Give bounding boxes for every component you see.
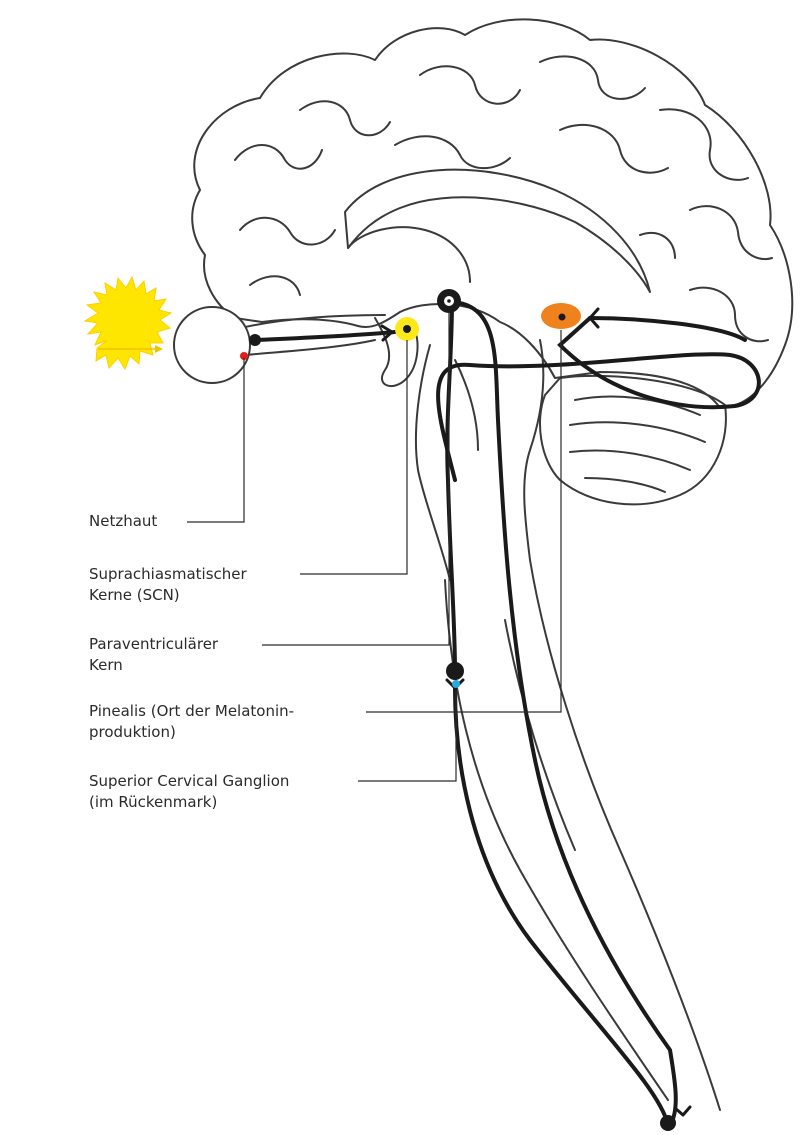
leader-scg — [358, 690, 456, 781]
label-netzhaut: Netzhaut — [89, 511, 157, 532]
gyrus-3 — [420, 66, 520, 103]
spinal-return-loop — [438, 318, 759, 480]
ganglion-marker — [452, 680, 460, 688]
label-scg: Superior Cervical Ganglion (im Rückenmar… — [89, 771, 289, 813]
label-pvn-line-1: Paraventriculärer — [89, 634, 218, 655]
label-scn-line-1: Suprachiasmatischer — [89, 564, 247, 585]
fornix — [348, 227, 470, 282]
label-pinealis-line-2: produktion) — [89, 722, 294, 743]
pineal-input-axon — [590, 318, 745, 340]
retina-to-scn-tract — [256, 332, 395, 340]
pvn-dot — [447, 299, 451, 303]
neural-pathway — [256, 302, 759, 1125]
label-scg-line-2: (im Rückenmark) — [89, 792, 289, 813]
scn-cell-body — [403, 325, 411, 333]
corpus-callosum — [345, 170, 650, 292]
brainstem-left — [416, 345, 450, 580]
bottom-cell-body — [660, 1115, 676, 1131]
spinal-cord-right — [530, 560, 720, 1110]
leader-pinealis — [366, 330, 561, 712]
gyrus-4 — [540, 56, 645, 98]
label-scn: Suprachiasmatischer Kerne (SCN) — [89, 564, 247, 606]
gyrus-12 — [640, 233, 675, 258]
pineal-cell-body — [559, 314, 566, 321]
gyrus-5 — [660, 109, 748, 180]
gyrus-10 — [560, 125, 668, 173]
gyrus-11 — [250, 276, 300, 295]
leader-scn — [300, 340, 407, 574]
label-pvn: Paraventriculärer Kern — [89, 634, 218, 676]
gyrus-8 — [240, 218, 335, 245]
gyrus-1 — [235, 145, 322, 169]
label-scg-line-1: Superior Cervical Ganglion — [89, 771, 289, 792]
brainstem-right — [524, 340, 543, 560]
bottom-terminal — [675, 1107, 690, 1115]
eyeball — [174, 307, 250, 383]
label-netzhaut-line-1: Netzhaut — [89, 511, 157, 532]
cerebellum-fold-4 — [585, 478, 665, 492]
label-pinealis-line-1: Pinealis (Ort der Melatonin- — [89, 701, 294, 722]
ganglion-to-pineal-axon — [455, 688, 668, 1125]
label-pvn-line-2: Kern — [89, 655, 218, 676]
label-scn-line-2: Kerne (SCN) — [89, 585, 247, 606]
retina-cell-body — [249, 334, 261, 346]
sun-icon — [85, 277, 171, 369]
gyrus-9 — [395, 136, 510, 168]
pons — [455, 360, 478, 450]
cerebellum-fold-2 — [570, 422, 705, 442]
brain-outline — [192, 19, 792, 1110]
label-pinealis: Pinealis (Ort der Melatonin- produktion) — [89, 701, 294, 743]
ganglion-cell-body — [446, 662, 464, 680]
gyrus-2 — [300, 101, 390, 135]
cerebellum-fold-3 — [570, 451, 690, 470]
gyrus-6 — [690, 206, 772, 259]
